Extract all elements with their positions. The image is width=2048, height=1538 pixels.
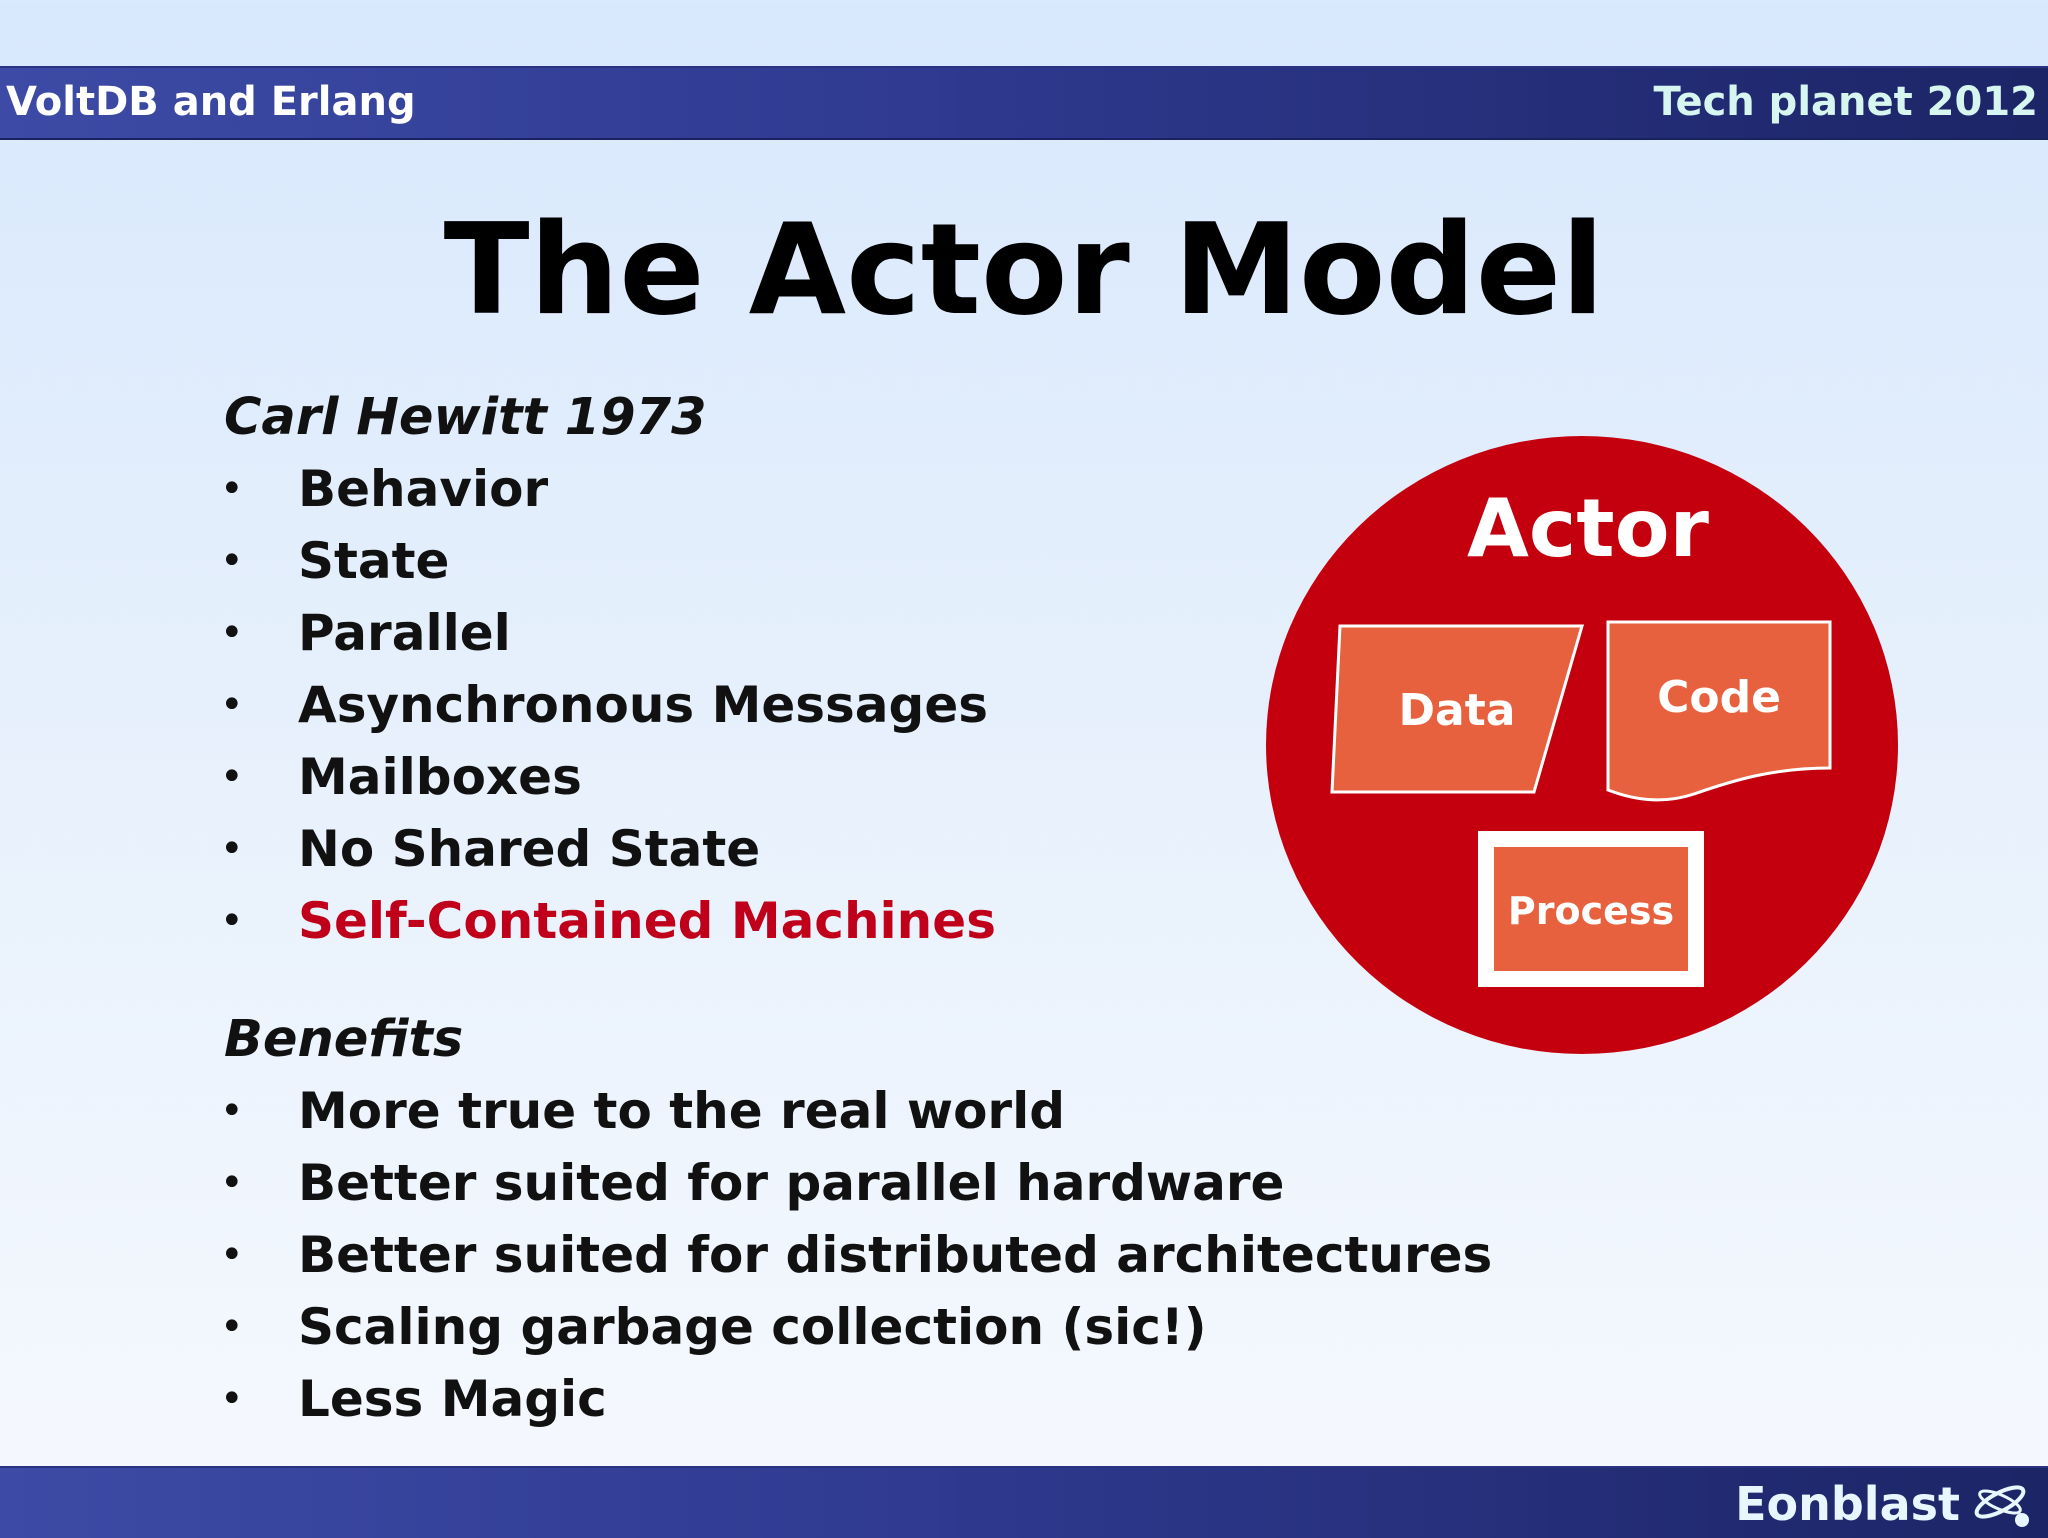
list-item-text: Scaling garbage collection (sic!) — [298, 1298, 1207, 1356]
event-name: Tech planet 2012 — [1653, 79, 2038, 125]
footer-band: Eonblast — [0, 1466, 2048, 1538]
data-label: Data — [1399, 685, 1516, 736]
process-label: Process — [1508, 889, 1674, 933]
bullet-icon: • — [220, 466, 244, 512]
list-item-text: Parallel — [298, 604, 511, 662]
bullet-icon: • — [220, 1304, 244, 1350]
list-item-text: No Shared State — [298, 820, 761, 878]
logo-text: Eonblast — [1735, 1477, 1960, 1531]
list-item-text: Less Magic — [298, 1370, 607, 1428]
list-item-text: Better suited for parallel hardware — [298, 1154, 1285, 1212]
code-shape — [1606, 620, 1832, 802]
bullet-icon: • — [220, 1088, 244, 1134]
section-heading-hewitt: Carl Hewitt 1973 — [224, 388, 707, 447]
bullet-icon: • — [220, 1232, 244, 1278]
data-shape — [1330, 624, 1584, 794]
presentation-title: VoltDB and Erlang — [6, 79, 416, 125]
actor-circle — [1266, 436, 1898, 1054]
actor-diagram-svg: Actor Data Code Process — [1266, 436, 1898, 1054]
list-item-text: Self-Contained Machines — [298, 892, 996, 950]
bullet-icon: • — [220, 754, 244, 800]
code-label: Code — [1657, 672, 1781, 723]
list-item-text: Behavior — [298, 460, 549, 518]
bullet-icon: • — [220, 898, 244, 944]
header-band: VoltDB and Erlang Tech planet 2012 — [0, 66, 2048, 140]
list-item-text: Mailboxes — [298, 748, 582, 806]
bullet-icon: • — [220, 1376, 244, 1422]
process-shape — [1494, 847, 1688, 971]
bullet-icon: • — [220, 826, 244, 872]
list-item-text: Better suited for distributed architectu… — [298, 1226, 1493, 1284]
section-heading-benefits: Benefits — [224, 1010, 464, 1069]
orbit-logo-icon — [1974, 1485, 2029, 1527]
list-item-text: State — [298, 532, 450, 590]
bullet-icon: • — [220, 610, 244, 656]
slide-title: The Actor Model — [443, 196, 1605, 343]
eonblast-logo: Eonblast — [1735, 1474, 2034, 1534]
bullet-icon: • — [220, 1160, 244, 1206]
list-item-text: Asynchronous Messages — [298, 676, 988, 734]
actor-label: Actor — [1467, 482, 1710, 575]
bullet-icon: • — [220, 682, 244, 728]
list-item-text: More true to the real world — [298, 1082, 1066, 1140]
actor-diagram: Actor Data Code Process — [1264, 434, 1900, 1056]
bullet-icon: • — [220, 538, 244, 584]
